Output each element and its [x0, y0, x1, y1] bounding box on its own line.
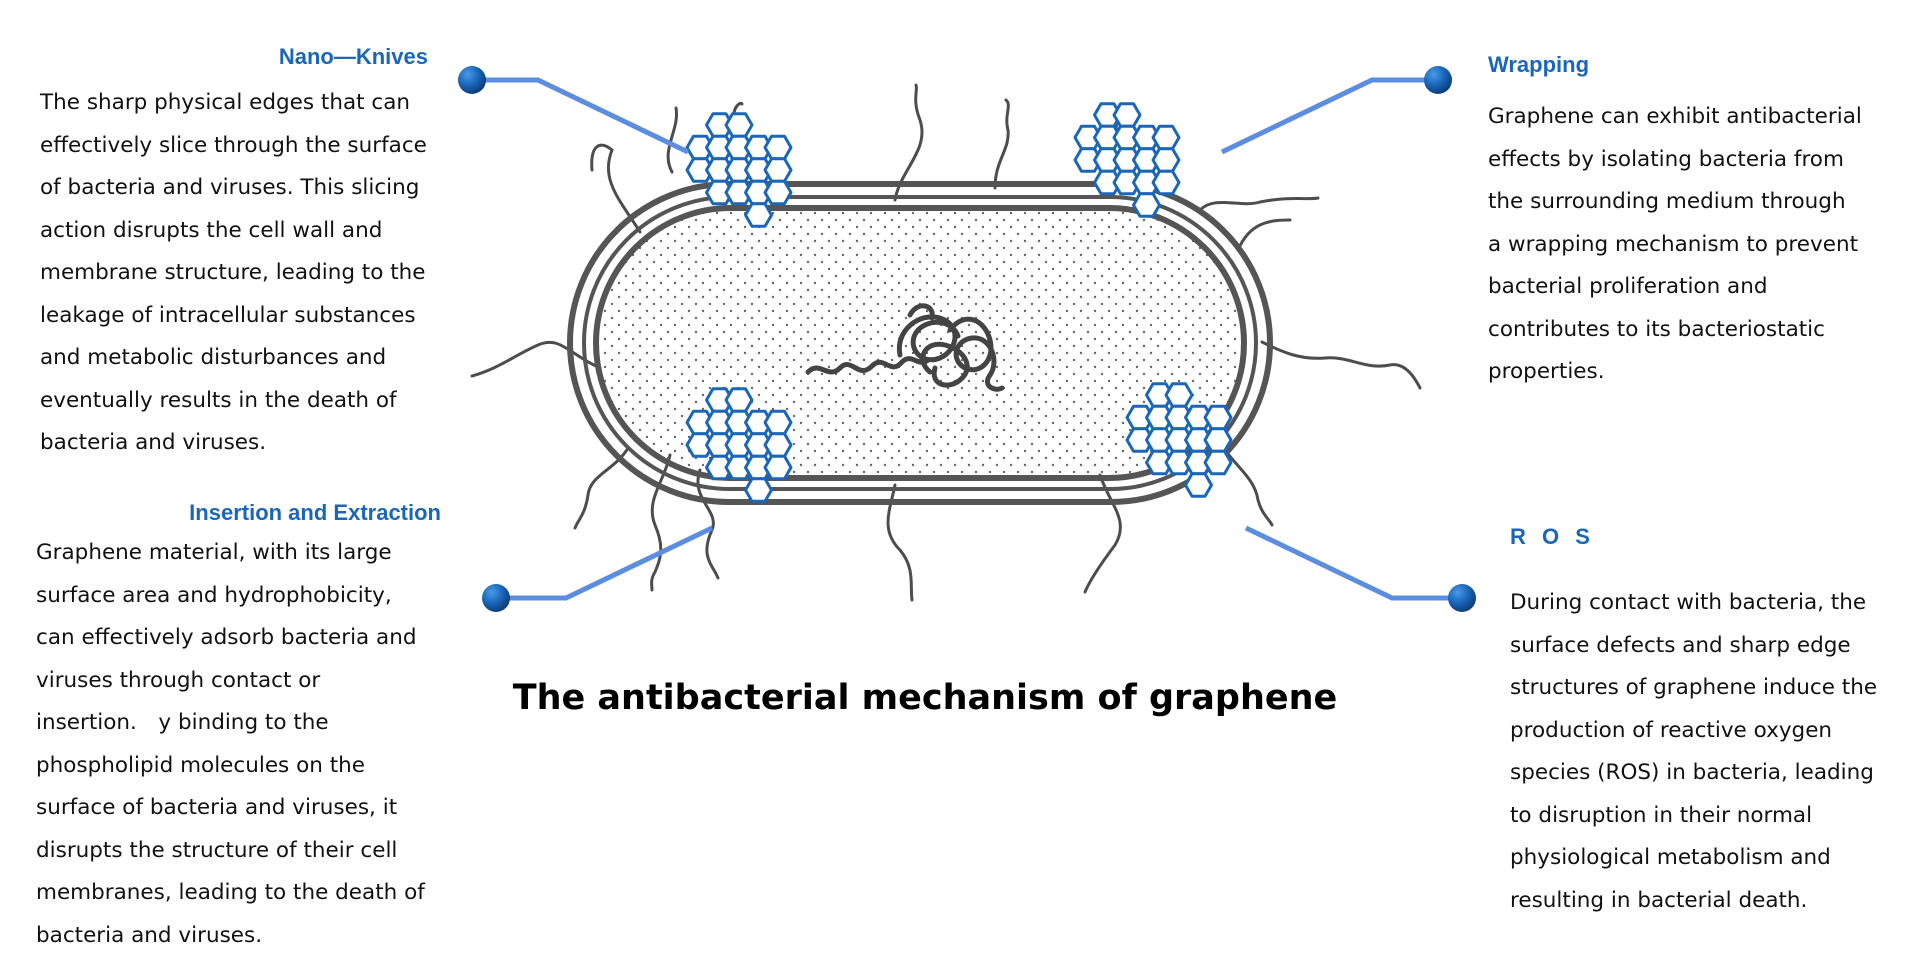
text-line: bacterial proliferation and	[1488, 266, 1908, 309]
text-line: production of reactive oxygen	[1510, 710, 1920, 753]
text-line: The sharp physical edges that can	[40, 82, 460, 125]
graphene-hexagon	[765, 434, 791, 457]
graphene-hexagon	[765, 456, 791, 479]
graphene-hexagon	[1134, 194, 1160, 217]
graphene-hexagon	[1205, 429, 1231, 452]
graphene-hexagon	[1205, 451, 1231, 474]
graphene-hexagon	[1153, 126, 1179, 149]
diagram-caption: The antibacterial mechanism of graphene	[440, 678, 1410, 718]
text-line: insertion. y binding to the	[36, 702, 456, 745]
ros-title: R O S	[1510, 522, 1920, 552]
graphene-hexagon	[765, 411, 791, 434]
text-line: During contact with bacteria, the	[1510, 582, 1920, 625]
graphene-hexagon	[1166, 384, 1192, 407]
graphene-hexagon	[765, 159, 791, 182]
connector-nano-knives	[458, 66, 688, 152]
text-line: species (ROS) in bacteria, leading	[1510, 752, 1920, 795]
text-line: bacteria and viruses.	[40, 422, 460, 465]
graphene-hexagon	[1114, 104, 1140, 127]
graphene-hexagon	[765, 181, 791, 204]
graphene-hexagon	[765, 136, 791, 159]
text-line: surface defects and sharp edge	[1510, 625, 1920, 668]
text-line: physiological metabolism and	[1510, 837, 1920, 880]
text-line: action disrupts the cell wall and	[40, 210, 460, 253]
connector-ros	[1246, 528, 1476, 612]
text-line: contributes to its bacteriostatic	[1488, 309, 1908, 352]
connector-insertion	[482, 528, 712, 612]
graphene-hexagon	[726, 389, 752, 412]
text-line: structures of graphene induce the	[1510, 667, 1920, 710]
text-line: phospholipid molecules on the	[36, 745, 456, 788]
text-line: Graphene can exhibit antibacterial	[1488, 96, 1908, 139]
wrapping-title: Wrapping	[1488, 50, 1908, 80]
graphene-hexagon	[1186, 474, 1212, 497]
wrapping-panel: Wrapping Graphene can exhibit antibacter…	[1488, 50, 1908, 394]
insertion-extraction-title: Insertion and Extraction	[36, 498, 441, 528]
text-line: and metabolic disturbances and	[40, 337, 460, 380]
text-line: effects by isolating bacteria from	[1488, 139, 1908, 182]
graphene-hexagon	[726, 114, 752, 137]
text-line: surface of bacteria and viruses, it	[36, 787, 456, 830]
text-line: properties.	[1488, 351, 1908, 394]
text-line: disrupts the structure of their cell	[36, 830, 456, 873]
text-line: bacteria and viruses.	[36, 915, 456, 957]
insertion-extraction-panel: Insertion and Extraction Graphene materi…	[36, 498, 456, 957]
text-line: the surrounding medium through	[1488, 181, 1908, 224]
graphene-hexagon	[1153, 171, 1179, 194]
text-line: leakage of intracellular substances	[40, 295, 460, 338]
nano-knives-panel: Nano—Knives The sharp physical edges tha…	[40, 42, 460, 465]
text-line: resulting in bacterial death.	[1510, 880, 1920, 923]
text-line: can effectively adsorb bacteria and	[36, 617, 456, 660]
graphene-hexagon	[1153, 149, 1179, 172]
text-line: Graphene material, with its large	[36, 532, 456, 575]
text-line: to disruption in their normal	[1510, 795, 1920, 838]
graphene-hexagon	[1205, 406, 1231, 429]
text-line: membrane structure, leading to the	[40, 252, 460, 295]
text-line: viruses through contact or	[36, 660, 456, 703]
text-line: eventually results in the death of	[40, 380, 460, 423]
text-line: effectively slice through the surface	[40, 125, 460, 168]
nano-knives-title: Nano—Knives	[40, 42, 428, 72]
graphene-hexagon	[746, 479, 772, 502]
text-line: of bacteria and viruses. This slicing	[40, 167, 460, 210]
text-line: membranes, leading to the death of	[36, 872, 456, 915]
graphene-hexagon	[746, 204, 772, 227]
text-line: a wrapping mechanism to prevent	[1488, 224, 1908, 267]
connector-wrapping	[1222, 66, 1452, 152]
text-line: surface area and hydrophobicity,	[36, 575, 456, 618]
